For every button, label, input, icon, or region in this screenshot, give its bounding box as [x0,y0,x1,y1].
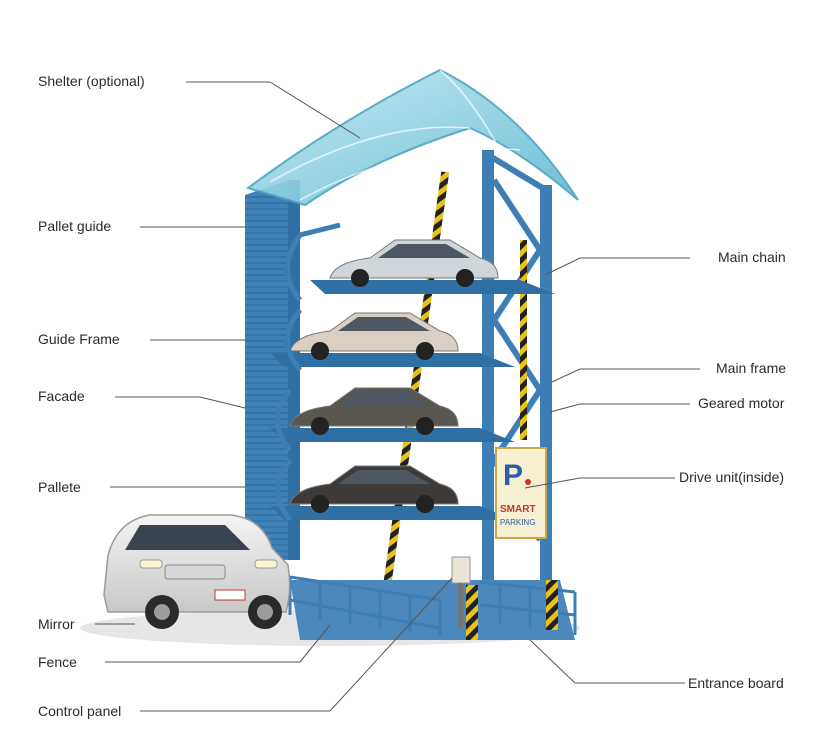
entrance-post-left [466,585,478,640]
leader-geared-motor [549,403,690,413]
leader-entrance-board [529,639,685,684]
leader-facade [115,396,246,409]
main-chain-front [382,171,450,589]
sign-dot-icon [525,479,531,485]
parked-car-3-wheel-1 [311,417,329,435]
label-facade: Facade [38,388,85,404]
parked-car-2 [289,312,459,352]
leader-drive-unit [524,477,675,489]
label-geared-motor: Geared motor [698,395,785,411]
control-panel-post [458,583,463,628]
label-shelter: Shelter (optional) [38,73,145,89]
label-mirror: Mirror [38,616,75,632]
parked-car-3-wheel-2 [416,417,434,435]
leader-shelter [186,81,361,139]
sign-line1: SMART [500,504,536,515]
label-pallete: Pallete [38,479,81,495]
parked-car-2-wheel-1 [311,342,329,360]
leader-main-chain [544,257,690,276]
entrance-platform [290,580,575,640]
label-guide-frame: Guide Frame [38,331,120,347]
foreground-suv [103,514,291,629]
pallet-level-3 [270,428,515,442]
parked-car-window-1 [378,244,470,258]
control-panel-box [451,556,471,584]
leader-fence [105,624,331,663]
label-control-panel: Control panel [38,703,122,719]
pallet-level-4 [270,506,515,520]
label-main-frame: Main frame [716,360,787,376]
parked-car-2-wheel-2 [416,342,434,360]
facade-front-edge [288,180,300,560]
pallet-level-2 [270,353,515,367]
leader-control-panel [140,577,453,712]
parked-car-3 [289,387,459,427]
sign-letter: P [503,459,523,492]
main-chain-back [520,240,527,440]
facade-wall [245,180,290,560]
entrance-post-right [546,580,558,630]
label-fence: Fence [38,654,77,670]
parked-car-4-wheel-2 [416,495,434,513]
parked-car-window-2 [338,317,430,331]
parked-car-4 [289,465,459,505]
parked-car-4-wheel-1 [311,495,329,513]
label-main-chain: Main chain [718,249,786,265]
main-frame-bracing [486,152,548,542]
parked-car-window-3 [338,392,430,406]
parked-car-1-wheel-2 [456,269,474,287]
shelter-roof [245,68,579,207]
label-drive-unit: Drive unit(inside) [679,469,785,485]
main-frame-right-post [540,185,552,625]
leader-lines [95,81,700,712]
parked-car-window-4 [338,470,430,484]
parked-car-1-wheel-1 [351,269,369,287]
shelter-ribs [269,69,521,201]
label-pallet-guide: Pallet guide [38,218,112,234]
main-frame-left-post [482,150,494,620]
label-entrance-board: Entrance board [688,675,784,691]
sign-line2: PARKING [500,518,535,527]
entrance-board: P SMART PARKING [495,447,547,539]
pallet-level-1 [310,280,555,294]
pallet-guide-rails [275,222,341,522]
parked-car-1 [329,239,499,279]
pallet-stack [270,239,555,520]
leader-main-frame [551,368,700,383]
